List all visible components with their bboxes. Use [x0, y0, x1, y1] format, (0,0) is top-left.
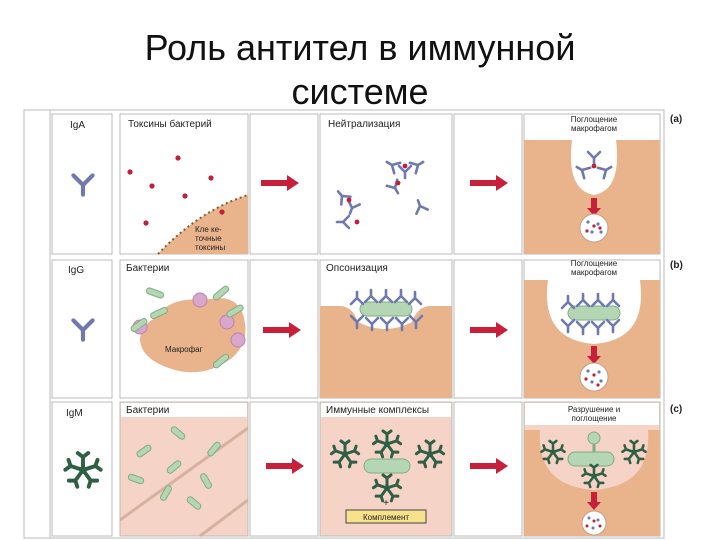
- row-b-phagocyte: [320, 306, 452, 398]
- row-b-tag: (b): [670, 260, 683, 271]
- row-c-panel-3-label-1: Разрушение и: [568, 405, 620, 414]
- row-b-panel-2-label: Опсонизация: [326, 263, 388, 274]
- row-a-note-line-1: Кле ке-: [195, 225, 222, 234]
- row-a-panel-1-label: Токсины бактерий: [128, 118, 212, 130]
- row-a-panel-2: [319, 113, 453, 255]
- row-b-macrophage: [140, 298, 246, 373]
- row-a-host-cell: [158, 195, 248, 254]
- row-a-panel-3-label-2: макрофагом: [571, 124, 617, 133]
- row-a-note-line-2: точные: [195, 234, 222, 243]
- row-b: IgG Бактерии Макрофаг Опсонизация: [51, 259, 683, 399]
- row-c-phagosome: [581, 510, 607, 536]
- title-line-1: Роль антител в иммунной: [144, 27, 576, 68]
- row-b-phagosome: [579, 362, 609, 392]
- row-a: IgA Токсины бактерий Кле ке- точные токс…: [51, 113, 682, 255]
- figure-frame: [23, 109, 665, 539]
- row-c-panel-3-label-2: поглощение: [571, 414, 617, 423]
- row-a-engulfed-complex: [572, 150, 616, 180]
- row-c-panel-1-label: Бактерии: [126, 405, 169, 416]
- row-b-macrophage-engulfing: [524, 280, 660, 398]
- row-c: IgM Бактерии Иммунные комплексы: [51, 401, 682, 538]
- row-c-plus: +: [383, 498, 389, 509]
- row-a-macrophage: [524, 140, 660, 254]
- row-a-neutralized-complexes: [332, 155, 429, 230]
- row-c-tag: (c): [670, 404, 682, 415]
- row-c-bacteria: [127, 426, 221, 510]
- row-a-antibody-name: IgA: [70, 120, 85, 131]
- row-c-macrophage: [524, 430, 660, 536]
- row-b-antibody-name: IgG: [68, 265, 84, 276]
- row-b-bacteria: [130, 285, 244, 369]
- row-b-panel-3-label-1: Поглощение: [571, 259, 618, 268]
- slide-title: Роль антител в иммунной системе: [0, 26, 720, 114]
- row-b-note: Макрофаг: [165, 345, 203, 354]
- row-c-complement-box: [345, 509, 427, 524]
- row-c-bacterium: [363, 458, 411, 474]
- row-a-note-line-3: токсины: [195, 243, 226, 252]
- row-a-panel-3-label-1: Поглощение: [571, 115, 618, 124]
- row-b-panel-1-label: Бактерии: [126, 263, 169, 274]
- row-a-panel-2-label: Нейтрализация: [328, 119, 400, 130]
- row-c-panel-1: [119, 401, 249, 537]
- title-line-2: системе: [291, 71, 429, 112]
- row-a-toxins: [127, 155, 225, 226]
- row-b-panel-3-label-2: макрофагом: [571, 268, 617, 277]
- row-c-antibody-name: IgM: [66, 408, 83, 419]
- row-c-panel-2-label: Иммунные комплексы: [326, 405, 429, 416]
- row-b-opsonized-bacterium: [359, 301, 413, 317]
- row-a-tag: (a): [670, 114, 682, 125]
- row-c-complement-label: Комплемент: [363, 513, 409, 522]
- row-a-phagosome: [579, 213, 609, 243]
